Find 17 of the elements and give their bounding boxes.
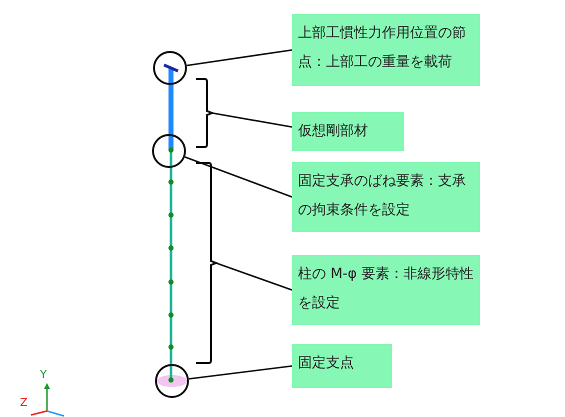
axis-label: Z bbox=[20, 396, 28, 409]
circle-marker bbox=[152, 134, 186, 168]
callout-text: 固定支点 bbox=[292, 344, 392, 388]
leader-line bbox=[188, 365, 292, 380]
callout-text: 仮想剛部材 bbox=[292, 112, 404, 151]
axis-label: Y bbox=[40, 368, 47, 381]
leader-line bbox=[216, 262, 292, 291]
leader-line bbox=[184, 156, 292, 198]
brace-bracket bbox=[196, 78, 212, 148]
leader-line bbox=[186, 49, 292, 66]
circle-marker bbox=[155, 364, 189, 398]
callout-text: 固定支承のばね要素：支承の拘束条件を設定 bbox=[292, 162, 480, 232]
callout-text: 上部工慣性力作用位置の節点：上部工の重量を載荷 bbox=[292, 14, 480, 86]
leader-line bbox=[212, 112, 292, 128]
callout-text: 柱の M-φ 要素：非線形特性を設定 bbox=[292, 255, 480, 325]
brace-bracket bbox=[196, 162, 216, 364]
circle-marker bbox=[153, 51, 187, 85]
